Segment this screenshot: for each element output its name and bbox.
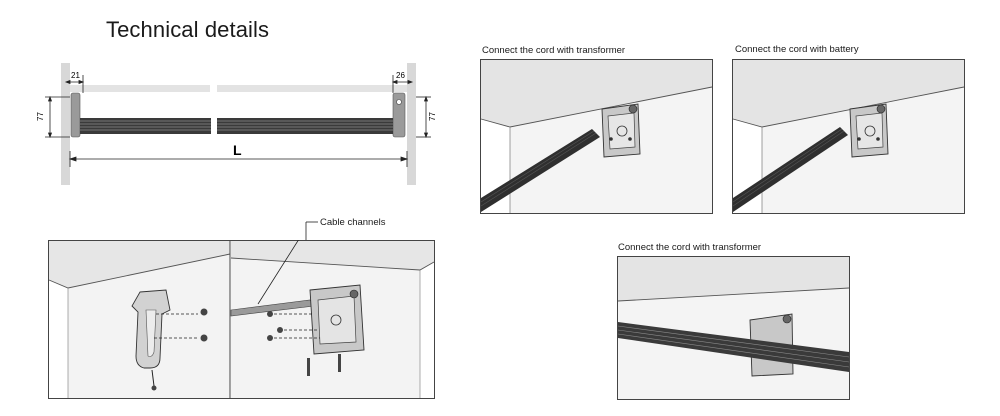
shelf-right (217, 85, 407, 92)
led-profile (80, 118, 393, 134)
callout-cable-channels: Cable channels (320, 217, 386, 228)
caption-transformer-bottom: Connect the cord with transformer (618, 242, 762, 253)
dim-left-height: 77 (36, 112, 45, 121)
callout-leader (305, 221, 318, 240)
length-label: L (233, 142, 242, 158)
mounting-bracket (849, 103, 889, 158)
dim-right-top: 26 (396, 71, 405, 80)
right-wall (407, 63, 416, 185)
page-title: Technical details (106, 17, 270, 42)
screw-guides (274, 313, 320, 339)
screws (267, 311, 341, 376)
dimension-drawing: 21 26 77 77 L (36, 63, 437, 185)
mounting-bracket (601, 103, 641, 158)
led-profile (617, 322, 850, 372)
shelf-left (70, 85, 210, 92)
right-bracket (392, 92, 406, 138)
cable-channel (480, 129, 600, 212)
panel-battery-top (732, 59, 965, 214)
installation-illustration (48, 240, 435, 399)
panel-transformer-top (480, 59, 713, 214)
end-cap-bracket (131, 289, 208, 391)
caption-transformer-top: Connect the cord with transformer (482, 45, 626, 56)
left-wall (61, 63, 70, 185)
panel-transformer-bottom (617, 256, 850, 400)
dim-right-height: 77 (428, 112, 437, 121)
mounting-bracket (309, 284, 365, 355)
cable-channel (732, 127, 848, 212)
dim-left-top: 21 (71, 71, 80, 80)
caption-battery-top: Connect the cord with battery (735, 44, 859, 55)
left-bracket (70, 92, 81, 138)
